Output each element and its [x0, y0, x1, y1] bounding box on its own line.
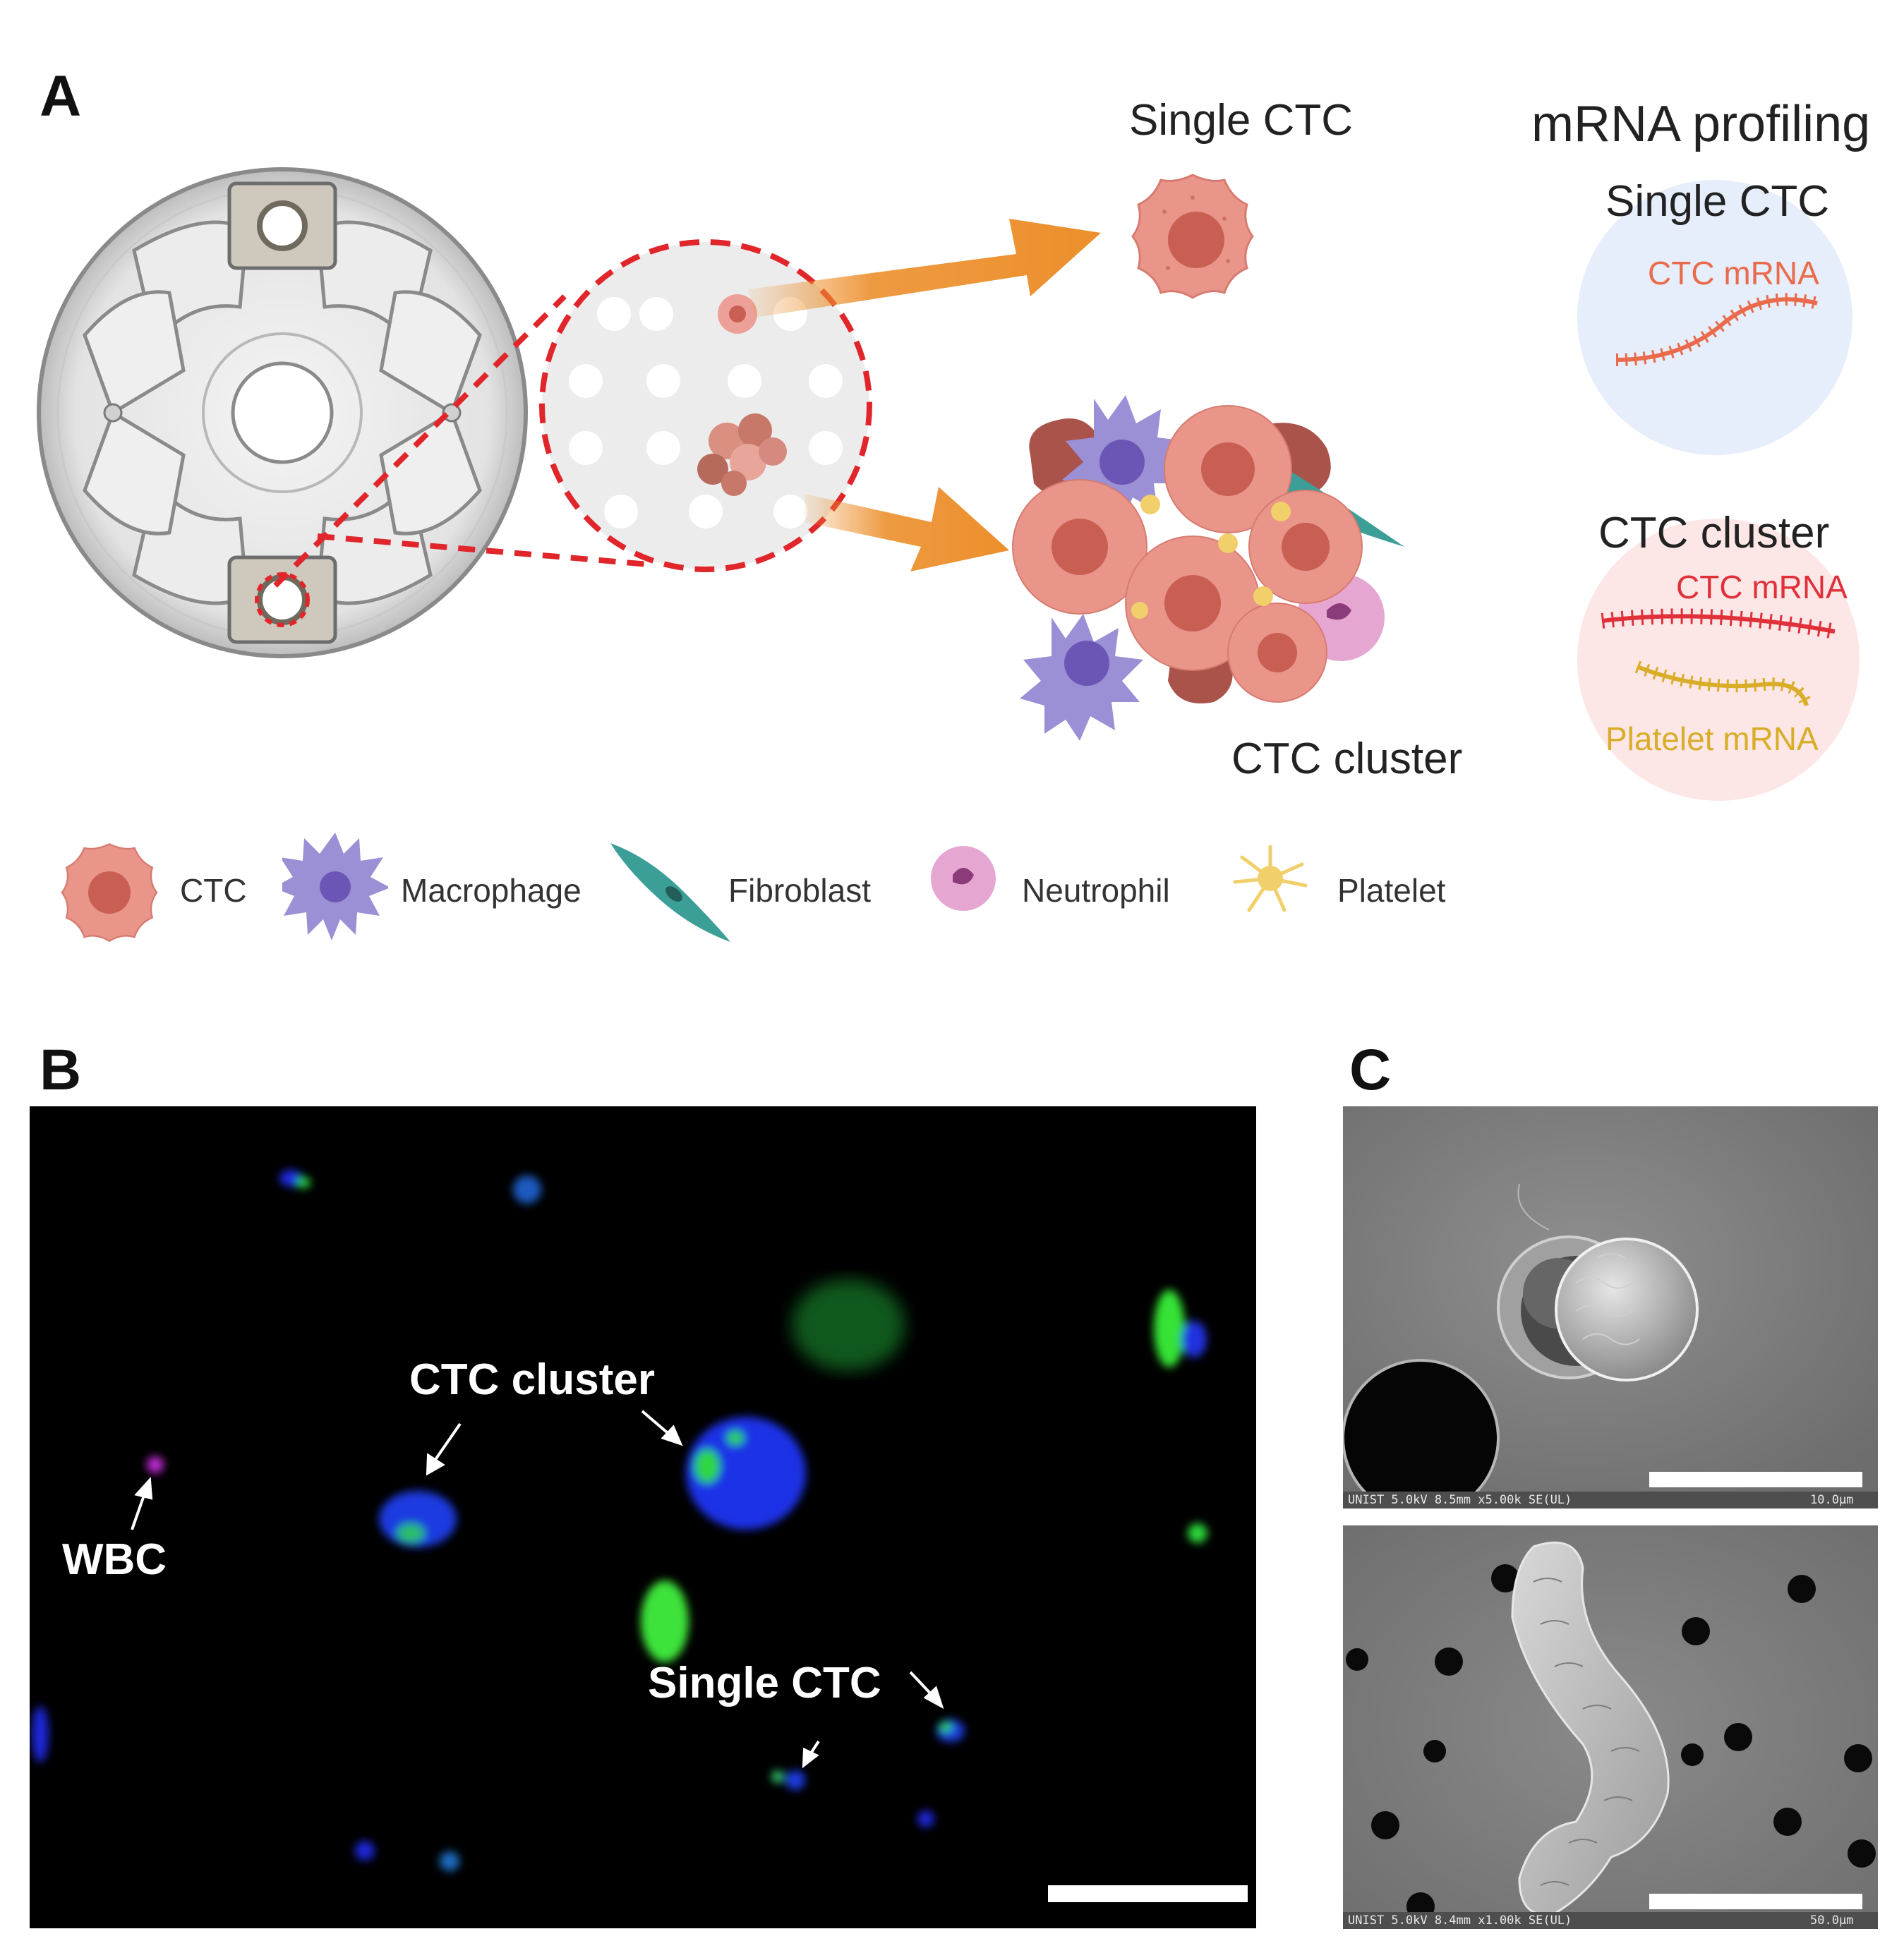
centrifugal-disc-device — [37, 167, 528, 658]
single-ctc-cell-icon — [1131, 174, 1254, 299]
legend-fibroblast-label: Fibroblast — [728, 872, 871, 909]
arrow-to-ctc-cluster — [805, 487, 1009, 572]
sem-top-caption: UNIST 5.0kV 8.5mm x5.00k SE(UL) — [1348, 1493, 1572, 1507]
single-ctc-mrna-bubble — [1577, 180, 1852, 455]
sem-top-scale-label: 10.0μm — [1810, 1493, 1854, 1507]
ctc-cluster-mrna-bubble — [1577, 519, 1860, 801]
legend-ctc-label: CTC — [180, 872, 247, 909]
fibroblast-icon — [610, 843, 730, 942]
single-ctc-title: Single CTC — [1129, 96, 1353, 145]
ctc-cluster-illustration — [1012, 395, 1404, 741]
ctc-cluster-title: CTC cluster — [1231, 734, 1463, 783]
panel-b-scale-bar — [1048, 1885, 1248, 1902]
ctc-cluster-profiling-title: CTC cluster — [1598, 509, 1830, 557]
sem-bottom-caption: UNIST 5.0kV 8.4mm x1.00k SE(UL) — [1348, 1913, 1572, 1928]
sem-image-single-ctc — [1343, 1106, 1878, 1508]
filter-zoom-circle — [539, 239, 872, 572]
legend-neutrophil-label: Neutrophil — [1022, 872, 1170, 909]
single-ctc-mrna-label: CTC mRNA — [1648, 255, 1819, 291]
single-ctc-label-b: Single CTC — [648, 1659, 881, 1707]
panel-b-letter: B — [40, 1038, 82, 1102]
legend-platelet-label: Platelet — [1337, 872, 1446, 909]
arrow-to-single-ctc — [748, 219, 1101, 318]
macrophage-icon — [282, 833, 388, 941]
fluorescence-micrograph — [30, 1106, 1256, 1928]
platelet-mrna-label: Platelet mRNA — [1605, 720, 1819, 757]
panel-c-letter: C — [1349, 1038, 1392, 1102]
sem-bottom-scale-label: 50.0μm — [1810, 1913, 1854, 1928]
ctc-cell-icon — [61, 843, 158, 943]
platelet-icon — [1233, 845, 1308, 912]
sem-image-ctc-cluster — [1343, 1525, 1878, 1929]
single-ctc-profiling-title: Single CTC — [1605, 177, 1829, 226]
mrna-profiling-title: mRNA profiling — [1531, 96, 1871, 152]
cluster-ctc-mrna-label: CTC mRNA — [1676, 569, 1848, 605]
legend-macrophage-label: Macrophage — [401, 872, 582, 909]
wbc-label: WBC — [62, 1535, 167, 1584]
ctc-cluster-label-b: CTC cluster — [409, 1355, 655, 1404]
panel-a-letter: A — [40, 64, 82, 128]
neutrophil-icon — [931, 846, 996, 911]
